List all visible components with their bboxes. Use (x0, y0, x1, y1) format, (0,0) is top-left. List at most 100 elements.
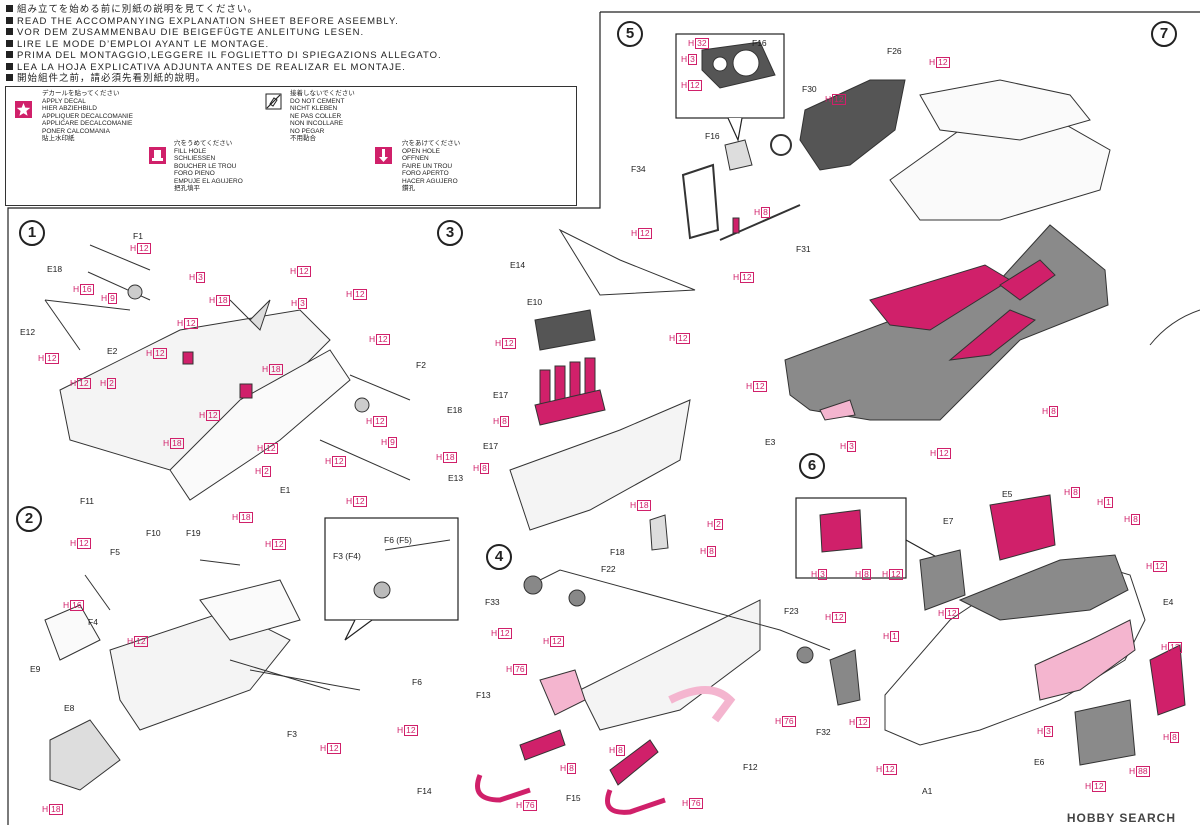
h-prefix: H (1146, 561, 1153, 571)
h-part-number: 2 (107, 378, 116, 389)
h-part-number: 12 (502, 338, 516, 349)
header-line: 開始組件之前，請必須先看別紙的說明。 (6, 73, 206, 84)
part-label: F15 (566, 793, 581, 803)
h-prefix: H (669, 333, 676, 343)
header-line-text: 開始組件之前，請必須先看別紙的說明。 (17, 73, 207, 84)
brand-watermark: HOBBY SEARCH (1066, 811, 1176, 825)
step-number-7: 7 (1151, 21, 1177, 47)
h-prefix: H (291, 298, 298, 308)
h-prefix: H (189, 272, 196, 282)
h-part-number: 76 (689, 798, 703, 809)
h-part-number: 9 (388, 437, 397, 448)
legend-fill-hole-text: 穴をうめてください FILL HOLE SCHLIESSEN BOUCHER L… (174, 140, 243, 192)
h-prefix: H (346, 289, 353, 299)
h-part-number: 12 (134, 636, 148, 647)
h-part-number: 8 (616, 745, 625, 756)
part-label: E3 (765, 437, 776, 447)
bullet-square-icon (6, 28, 13, 35)
h-prefix: H (473, 463, 480, 473)
h-prefix: H (883, 631, 890, 641)
step2-chassis-drawing (44, 539, 451, 791)
part-label: E4 (1163, 597, 1174, 607)
part-label: E10 (527, 297, 543, 307)
bullet-square-icon (6, 62, 13, 70)
h-part-number: 76 (513, 664, 527, 675)
h-prefix: H (1042, 406, 1049, 416)
h-part-number: 12 (856, 717, 870, 728)
h-part-number: 8 (567, 763, 576, 774)
step3-chassis-drawing (509, 228, 696, 551)
h-prefix: H (1129, 766, 1136, 776)
part-label: F13 (476, 690, 491, 700)
part-label: E2 (107, 346, 118, 356)
h-part-number: 12 (832, 94, 846, 105)
h-part-number: 12 (936, 57, 950, 68)
h-prefix: H (163, 438, 170, 448)
part-label: F18 (610, 547, 625, 557)
part-label: E5 (1002, 489, 1013, 499)
header-line-text: LEA LA HOJA EXPLICATIVA ADJUNTA ANTES DE… (17, 61, 406, 73)
h-prefix: H (1163, 732, 1170, 742)
step-number-6: 6 (799, 453, 825, 479)
fill-hole-icon (149, 147, 166, 164)
h-prefix: H (754, 207, 761, 217)
part-label: F16 (705, 131, 720, 141)
header-line-text: PRIMA DEL MONTAGGIO,LEGGERE IL FOGLIETTO… (17, 50, 442, 61)
h-part-number: 8 (480, 463, 489, 474)
h-part-number: 18 (443, 452, 457, 463)
h-prefix: H (325, 456, 332, 466)
part-label: F14 (417, 786, 432, 796)
h-prefix: H (681, 80, 688, 90)
step5-cockpit-drawing (681, 41, 906, 241)
bullet-square-icon (6, 39, 13, 47)
h-part-number: 16 (80, 284, 94, 295)
h-part-number: 32 (695, 38, 709, 49)
h-prefix: H (560, 763, 567, 773)
bullet-square-icon (6, 5, 13, 12)
part-label: F5 (110, 547, 120, 557)
h-prefix: H (255, 466, 262, 476)
h-prefix: H (682, 798, 689, 808)
h-prefix: H (849, 717, 856, 727)
header-line: READ THE ACCOMPANYING EXPLANATION SHEET … (6, 16, 399, 27)
open-hole-icon (375, 147, 392, 164)
header-line-text: LIRE LE MODE D’EMPLOI AYANT LE MONTAGE. (17, 38, 270, 50)
h-prefix: H (209, 295, 216, 305)
h-prefix: H (700, 546, 707, 556)
legend-decal-text: デカールを貼ってください APPLY DECAL HIER ABZIEHBILD… (42, 90, 134, 142)
h-part-number: 2 (714, 519, 723, 530)
part-label: E1 (280, 485, 291, 495)
h-part-number: 12 (264, 443, 278, 454)
legend-open-hole-text: 穴をあけてください OPEN HOLE OFFNEN FAIRE UN TROU… (402, 140, 461, 192)
h-prefix: H (707, 519, 714, 529)
h-prefix: H (1085, 781, 1092, 791)
h-part-number: 18 (170, 438, 184, 449)
part-label: E7 (943, 516, 954, 526)
step1-chassis-drawing (44, 244, 411, 501)
part-label: E17 (483, 441, 499, 451)
h-part-number: 88 (1136, 766, 1150, 777)
part-label: F3 (287, 729, 297, 739)
h-part-number: 3 (847, 441, 856, 452)
